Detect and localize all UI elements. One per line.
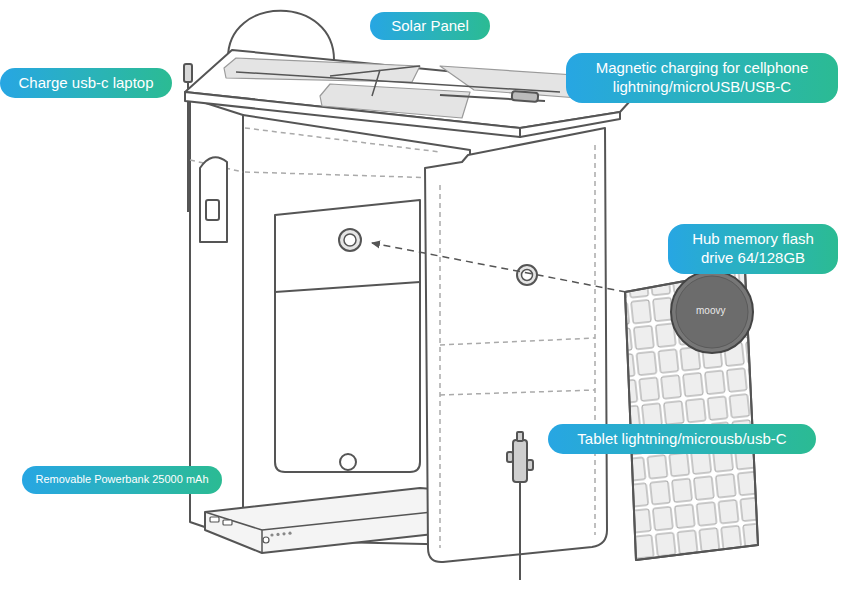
- tablet-connector: [517, 432, 523, 441]
- tablet-connector: [507, 452, 513, 462]
- callout-pill: Hub memory flash drive 64/128GB: [668, 224, 838, 274]
- magnet-socket: [339, 229, 361, 251]
- usb-port: [210, 517, 219, 522]
- insert-panel: [425, 128, 607, 562]
- callout-text: Charge usb-c laptop: [18, 74, 153, 93]
- callout-pill: Removable Powerbank 25000 mAh: [22, 466, 222, 494]
- callout-text: Solar Panel: [391, 17, 469, 36]
- front-pocket: [275, 200, 420, 472]
- seam-line: [245, 172, 440, 178]
- magnet-socket: [517, 265, 537, 285]
- usb-plug: [184, 64, 192, 82]
- hub-panel: [625, 270, 758, 560]
- lid-strap: [236, 66, 560, 96]
- tablet-cable: [519, 480, 521, 580]
- port-ring: [340, 454, 356, 470]
- brand-mark: moovy: [696, 305, 725, 316]
- tablet-connector: [527, 460, 533, 470]
- hub-outline: [625, 270, 758, 560]
- callout-pill: Solar Panel: [370, 12, 490, 40]
- strap-loop: [206, 200, 219, 220]
- callout-text: Hub memory flash drive 64/128GB: [680, 230, 826, 268]
- callout-pill: Charge usb-c laptop: [0, 68, 172, 98]
- callout-text: Tablet lightning/microusb/usb-C: [577, 430, 786, 449]
- tablet-connector: [513, 440, 527, 482]
- hub-disk: [676, 276, 748, 348]
- pocket-edge: [275, 282, 420, 292]
- seam-line: [440, 145, 595, 548]
- magnetic-connector: [512, 91, 539, 102]
- power-button: [263, 537, 269, 543]
- magnet-socket: [522, 270, 533, 281]
- seam-line: [245, 128, 440, 152]
- callout-pill: Tablet lightning/microusb/usb-C: [548, 424, 816, 454]
- usb-port: [223, 520, 232, 525]
- hub-disk: [671, 271, 753, 353]
- attach-line: [372, 243, 626, 292]
- magnet-socket: [344, 234, 356, 246]
- solar-cell: [320, 84, 470, 118]
- callout-text: Removable Powerbank 25000 mAh: [35, 473, 208, 487]
- side-strap: [200, 157, 227, 242]
- callout-text: Magnetic charging for cellphone lightnin…: [578, 59, 826, 97]
- callout-pill: Magnetic charging for cellphone lightnin…: [566, 53, 838, 103]
